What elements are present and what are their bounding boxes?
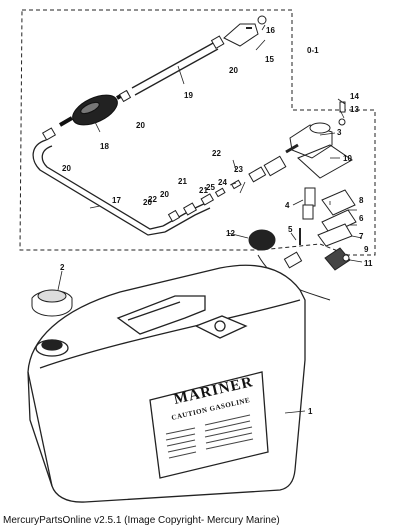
callout-17: 17 bbox=[112, 196, 121, 205]
fuel-hose bbox=[32, 139, 166, 236]
callout-10: 10 bbox=[343, 154, 352, 163]
callout-13: 13 bbox=[350, 105, 359, 114]
tank-fine-print bbox=[165, 414, 254, 459]
connector-fittings bbox=[200, 155, 287, 206]
fuel-hose-section bbox=[131, 41, 219, 96]
gasket bbox=[297, 144, 353, 179]
tank-fitting bbox=[285, 122, 333, 159]
callout-20: 20 bbox=[143, 198, 152, 207]
callout-18: 18 bbox=[100, 142, 109, 151]
hose-clamp bbox=[167, 209, 181, 223]
gas-cap bbox=[31, 289, 73, 317]
leader-lines bbox=[57, 24, 363, 414]
pickup-assembly bbox=[302, 187, 357, 271]
callout-23: 23 bbox=[234, 165, 243, 174]
callout-20: 20 bbox=[136, 121, 145, 130]
callout-20: 20 bbox=[229, 66, 238, 75]
callout-19: 19 bbox=[184, 91, 193, 100]
hose-clamp bbox=[210, 35, 225, 50]
callout-12: 12 bbox=[226, 229, 235, 238]
callout-4: 4 bbox=[285, 201, 290, 210]
callout-14: 14 bbox=[350, 92, 359, 101]
callout-0-1: 0-1 bbox=[307, 46, 319, 55]
hose-clamp bbox=[118, 89, 132, 103]
callout-11: 11 bbox=[364, 259, 373, 268]
callout-2: 2 bbox=[60, 263, 65, 272]
callout-20: 20 bbox=[160, 190, 169, 199]
callout-22: 22 bbox=[212, 149, 221, 158]
callout-5: 5 bbox=[288, 225, 293, 234]
callout-25: 25 bbox=[206, 183, 215, 192]
fuel-line-assembly-outline bbox=[19, 9, 376, 256]
callout-1: 1 bbox=[308, 407, 313, 416]
callout-8: 8 bbox=[359, 196, 364, 205]
callout-21: 21 bbox=[178, 177, 187, 186]
hose-fitting bbox=[182, 202, 198, 216]
engine-connector bbox=[223, 15, 267, 47]
callout-20: 20 bbox=[62, 164, 71, 173]
callout-22: 22 bbox=[148, 195, 157, 204]
callout-21: 21 bbox=[199, 186, 208, 195]
primer-bulb bbox=[58, 90, 129, 127]
callout-16: 16 bbox=[266, 26, 275, 35]
callout-7: 7 bbox=[359, 232, 364, 241]
callout-3: 3 bbox=[337, 128, 342, 137]
hose-clamp bbox=[41, 127, 57, 141]
callout-24: 24 bbox=[218, 178, 227, 187]
callout-9: 9 bbox=[364, 245, 369, 254]
callout-15: 15 bbox=[265, 55, 274, 64]
image-caption: MercuryPartsOnline v2.5.1 (Image Copyrig… bbox=[3, 515, 280, 526]
callout-6: 6 bbox=[359, 214, 364, 223]
